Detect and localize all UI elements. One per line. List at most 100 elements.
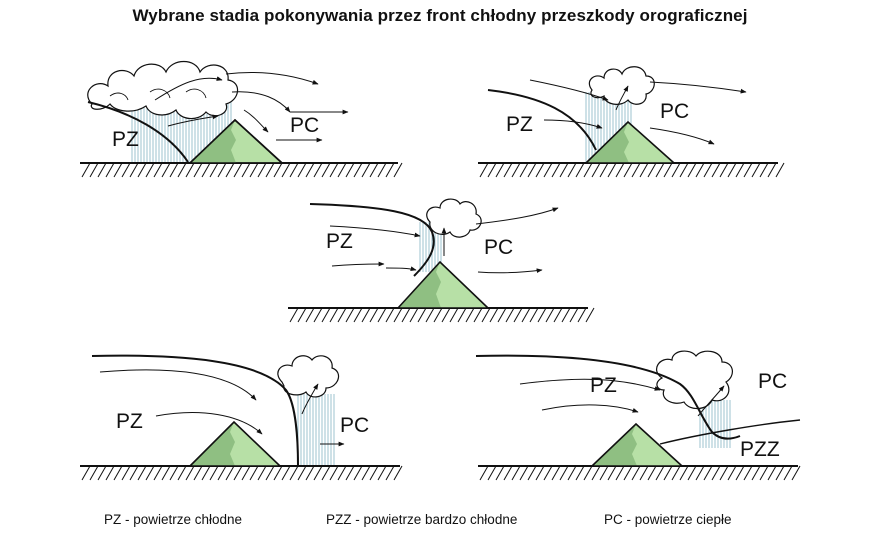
ground-hatch-line	[321, 162, 331, 178]
panel-2-label-pz: PZ	[506, 113, 533, 136]
ground-hatch-line	[521, 307, 531, 323]
ground-hatch-line	[209, 465, 219, 481]
ground-hatch-line	[345, 465, 355, 481]
ground-hatch-line	[369, 307, 379, 323]
ground-hatch-line	[433, 307, 443, 323]
ground-hatch-line	[551, 162, 561, 178]
ground-hatch-line	[543, 162, 553, 178]
ground-hatch-line	[241, 162, 251, 178]
ground-hatch-line	[121, 465, 131, 481]
ground-hatch-line	[775, 465, 785, 481]
ground-hatch-line	[599, 465, 609, 481]
ground-hatch-line	[321, 307, 331, 323]
ground-hatch-line	[503, 162, 513, 178]
ground-hatch-line	[695, 465, 705, 481]
ground-hatch-line	[679, 162, 689, 178]
ground-hatch-line	[647, 162, 657, 178]
ground-hatch-line	[545, 307, 555, 323]
ground-hatch-line	[249, 162, 259, 178]
ground-hatch-line	[121, 162, 131, 178]
ground-hatch-line	[297, 465, 307, 481]
ground-hatch-line	[305, 307, 315, 323]
ground-hatch-line	[527, 162, 537, 178]
ground-hatch-line	[329, 465, 339, 481]
ground-hatch-line	[535, 162, 545, 178]
ground-hatch-line	[671, 465, 681, 481]
ground-hatch-line	[353, 307, 363, 323]
ground-hatch-line	[185, 465, 195, 481]
ground-hatch-line	[703, 162, 713, 178]
ground-hatch-line	[591, 465, 601, 481]
ground-hatch-line	[449, 307, 459, 323]
ground-hatch-line	[511, 162, 521, 178]
ground-hatch-line	[551, 465, 561, 481]
ground-hatch-line	[567, 465, 577, 481]
ground-hatch-line	[161, 162, 171, 178]
ground-hatch-line	[177, 465, 187, 481]
mountain-3	[396, 260, 490, 309]
panel-3-label-pz: PZ	[326, 230, 353, 253]
ground-hatch-line	[519, 465, 529, 481]
ground-hatch-line	[337, 465, 347, 481]
legend-pzz: PZZ - powietrze bardzo chłodne	[326, 512, 518, 527]
ground-hatch-line	[289, 307, 299, 323]
ground-hatch-line	[113, 162, 123, 178]
panel-1-label-pc: PC	[290, 114, 319, 137]
ground-hatch-line	[767, 465, 777, 481]
ground-hatch-line	[711, 162, 721, 178]
ground-hatch-line	[273, 162, 283, 178]
ground-hatch-line	[481, 307, 491, 323]
ground-hatch-line	[169, 465, 179, 481]
ground-hatch-line	[305, 465, 315, 481]
ground-hatch-line	[639, 162, 649, 178]
pzz-boundary-5	[659, 419, 801, 445]
ground-hatch-line	[679, 465, 689, 481]
ground-hatch-line	[711, 465, 721, 481]
ground-hatch-line	[193, 465, 203, 481]
ground-hatch-line	[281, 465, 291, 481]
ground-hatch-line	[583, 465, 593, 481]
ground-hatch-line	[257, 162, 267, 178]
ground-hatch-line	[639, 465, 649, 481]
ground-hatch-line	[385, 465, 395, 481]
ground-hatch-line	[417, 307, 427, 323]
ground-hatch-line	[751, 465, 761, 481]
ground-hatch-line	[337, 162, 347, 178]
ground-hatch-line	[569, 307, 579, 323]
arrows-1	[154, 72, 349, 143]
ground-hatch-line	[585, 307, 595, 323]
ground-hatch-line	[791, 465, 801, 481]
cloud-1-detail	[109, 88, 207, 101]
ground-hatch-line	[735, 162, 745, 178]
ground-hatch-line	[393, 465, 403, 481]
ground-hatch-line	[185, 162, 195, 178]
ground-hatch-line	[703, 465, 713, 481]
cold-front-4	[91, 354, 299, 467]
ground-hatch-line	[623, 162, 633, 178]
panel-4-label-pc: PC	[340, 414, 369, 437]
legend-pz: PZ - powietrze chłodne	[104, 512, 243, 527]
ground-hatch-line	[687, 162, 697, 178]
ground-hatch-line	[393, 307, 403, 323]
ground-hatch-line	[497, 307, 507, 323]
ground-hatch-line	[281, 162, 291, 178]
ground-hatch-line	[201, 162, 211, 178]
ground-hatch-line	[289, 162, 299, 178]
panel-5-label-pzz: PZZ	[740, 438, 780, 461]
ground-hatch-line	[495, 465, 505, 481]
ground-hatch-line	[655, 162, 665, 178]
panel-3-label-pc: PC	[484, 236, 513, 259]
ground-hatch-line	[313, 465, 323, 481]
cold-front-3	[309, 203, 435, 277]
ground-hatch-line	[751, 162, 761, 178]
ground-hatch-line	[313, 307, 323, 323]
mountain-2	[584, 120, 677, 164]
ground-hatch-line	[583, 162, 593, 178]
ground-hatch-line	[575, 162, 585, 178]
ground-hatch-line	[743, 162, 753, 178]
ground-hatch-line	[607, 162, 617, 178]
ground-hatch-line	[361, 465, 371, 481]
ground-hatch-line	[385, 307, 395, 323]
legend-pc: PC - powietrze ciepłe	[604, 512, 732, 527]
mountain-5	[590, 422, 685, 467]
